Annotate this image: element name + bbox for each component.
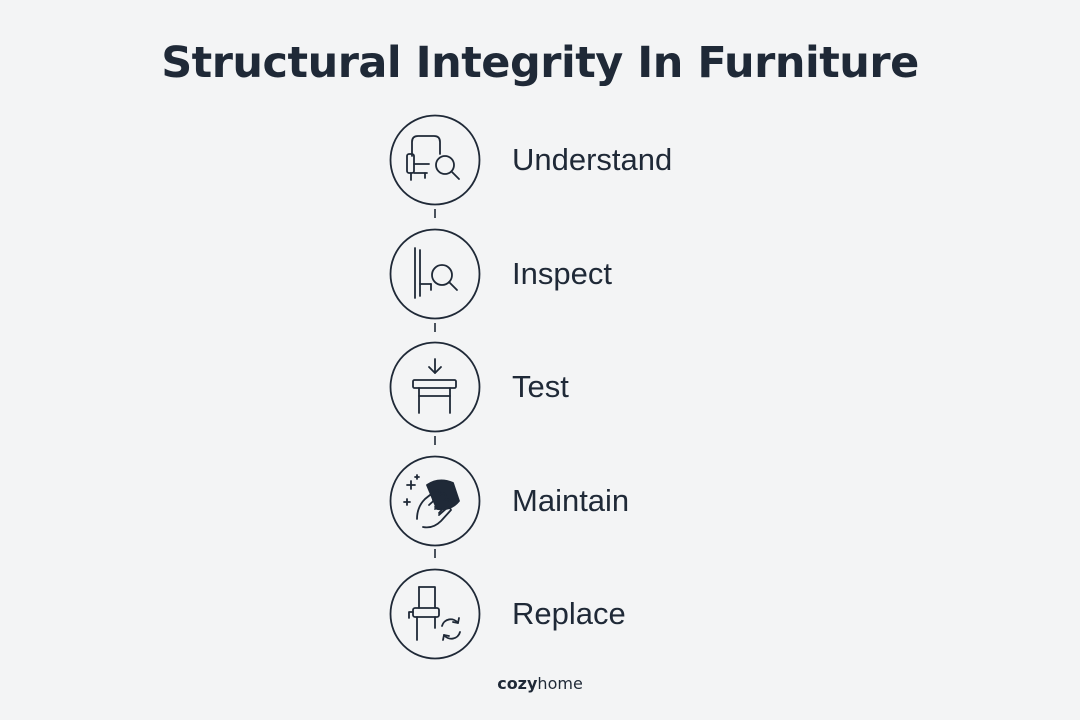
chair-side-magnifier-icon: [389, 228, 481, 320]
brand-logo-bold: cozy: [497, 674, 538, 693]
chair-replace-cycle-icon: [389, 568, 481, 660]
armchair-magnifier-icon: [389, 114, 481, 206]
step-inspect: Inspect: [389, 228, 789, 320]
step-label: Understand: [512, 142, 673, 177]
step-label: Inspect: [512, 256, 612, 291]
step-maintain: Maintain: [389, 455, 789, 547]
table-pressure-arrow-icon: [389, 341, 481, 433]
step-label: Maintain: [512, 483, 630, 518]
brand-logo-light: home: [537, 674, 583, 693]
page-title: Structural Integrity In Furniture: [161, 38, 919, 88]
brand-logo: cozyhome: [0, 674, 1080, 693]
hand-cleaning-cloth-icon: [389, 455, 481, 547]
step-label: Replace: [512, 596, 626, 631]
step-test: Test: [389, 341, 789, 433]
step-replace: Replace: [389, 568, 789, 660]
step-understand: Understand: [389, 114, 789, 206]
step-label: Test: [512, 369, 569, 404]
